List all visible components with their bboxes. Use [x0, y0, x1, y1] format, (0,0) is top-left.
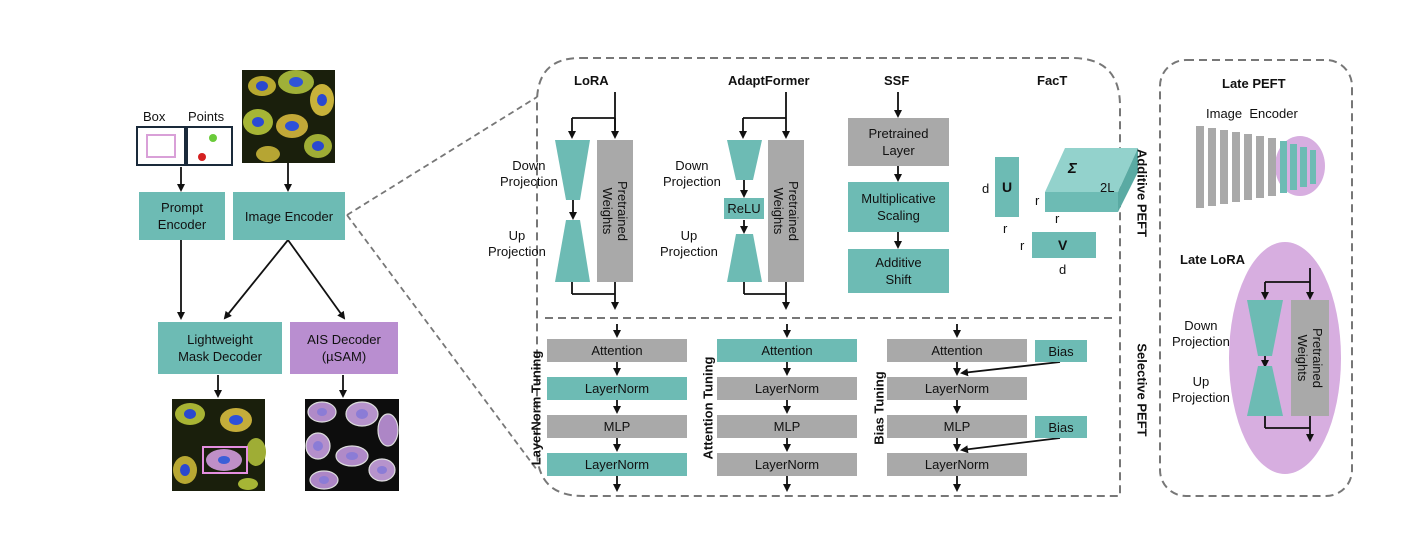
selective-arrows: [613, 324, 1061, 492]
late-lora-weights-label: Pretrained Weights: [1295, 328, 1325, 388]
late-image-encoder-label: Image Encoder: [1206, 106, 1298, 121]
bias-box-1: Bias: [1035, 340, 1087, 362]
fact-u-r-label: r: [1003, 221, 1008, 236]
lora-up-label: Up Projection: [488, 228, 546, 259]
fact-sigma-r-bottom-label: r: [1055, 211, 1060, 226]
late-lora-diagram: [1229, 242, 1341, 474]
ln-block-mlp: MLP: [547, 415, 687, 438]
box-prompt-label: Box: [143, 109, 166, 124]
lora-weights-label: Pretrained Weights: [600, 181, 630, 241]
mask-decoder-output-image: [172, 399, 266, 491]
fact-u-label: U: [1002, 179, 1013, 195]
bias-box-2: Bias: [1035, 416, 1087, 438]
lora-title: LoRA: [574, 73, 609, 88]
peft-panel-outline: [536, 57, 1121, 497]
fact-sigma-label: Σ: [1068, 160, 1077, 177]
additive-peft-label: Additive PEFT: [1134, 148, 1150, 238]
fact-title: FacT: [1037, 73, 1068, 88]
points-prompt-frame: [186, 126, 233, 166]
mask-decoder-box: Lightweight Mask Decoder: [158, 322, 282, 374]
fact-diagram: [995, 148, 1138, 258]
fact-u-d-label: d: [982, 181, 990, 196]
layernorm-tuning-label: LayerNorm Tuning: [528, 350, 544, 466]
lora-down-label: Down Projection: [500, 158, 558, 189]
negative-point-icon: [198, 153, 206, 161]
adaptformer-up-label: Up Projection: [660, 228, 718, 259]
box-prompt-rect: [146, 134, 176, 158]
at-block-attention: Attention: [717, 339, 857, 362]
points-prompt-label: Points: [188, 109, 225, 124]
ln-block-layernorm-2: LayerNorm: [547, 453, 687, 476]
ln-block-attention: Attention: [547, 339, 687, 362]
late-peft-panel-outline: [1159, 59, 1353, 497]
late-lora-title: Late LoRA: [1180, 252, 1245, 267]
late-encoder-stack: [1196, 126, 1325, 208]
input-microscopy-image: [242, 70, 335, 163]
fact-v-d-label: d: [1059, 262, 1067, 277]
late-lora-down-label: Down Projection: [1172, 318, 1230, 349]
ais-decoder-box: AIS Decoder (µSAM): [290, 322, 398, 374]
relu-box: ReLU: [724, 198, 764, 219]
fact-sigma-r-left-label: r: [1035, 193, 1040, 208]
at-block-layernorm-1: LayerNorm: [717, 377, 857, 400]
box-prompt-frame: [136, 126, 186, 166]
ssf-pretrained-layer-box: Pretrained Layer: [848, 118, 949, 166]
ssf-additive-shift-box: Additive Shift: [848, 249, 949, 293]
bt-block-layernorm-2: LayerNorm: [887, 453, 1027, 476]
late-lora-up-label: Up Projection: [1172, 374, 1230, 405]
ssf-multiplicative-scaling-box: Multiplicative Scaling: [848, 182, 949, 232]
fact-sigma-2l-label: 2L: [1100, 180, 1115, 195]
prompt-encoder-box: Prompt Encoder: [139, 192, 225, 240]
lora-diagram: [555, 92, 633, 310]
adaptformer-title: AdaptFormer: [728, 73, 810, 88]
ais-decoder-output-image: [305, 399, 399, 491]
selective-peft-label: Selective PEFT: [1134, 343, 1150, 437]
adaptformer-weights-label: Pretrained Weights: [771, 181, 801, 241]
at-block-layernorm-2: LayerNorm: [717, 453, 857, 476]
adaptformer-diagram: [727, 92, 804, 310]
bt-block-attention: Attention: [887, 339, 1027, 362]
late-peft-title: Late PEFT: [1222, 76, 1286, 91]
at-block-mlp: MLP: [717, 415, 857, 438]
ssf-title: SSF: [884, 73, 910, 88]
adaptformer-down-label: Down Projection: [663, 158, 721, 189]
fact-v-label: V: [1058, 237, 1068, 253]
bias-tuning-label: Bias Tuning: [871, 371, 887, 445]
fact-v-r-label: r: [1020, 238, 1025, 253]
image-encoder-box: Image Encoder: [233, 192, 345, 240]
attention-tuning-label: Attention Tuning: [700, 356, 716, 460]
positive-point-icon: [209, 134, 217, 142]
ln-block-layernorm-1: LayerNorm: [547, 377, 687, 400]
bt-block-layernorm-1: LayerNorm: [887, 377, 1027, 400]
bt-block-mlp: MLP: [887, 415, 1027, 438]
